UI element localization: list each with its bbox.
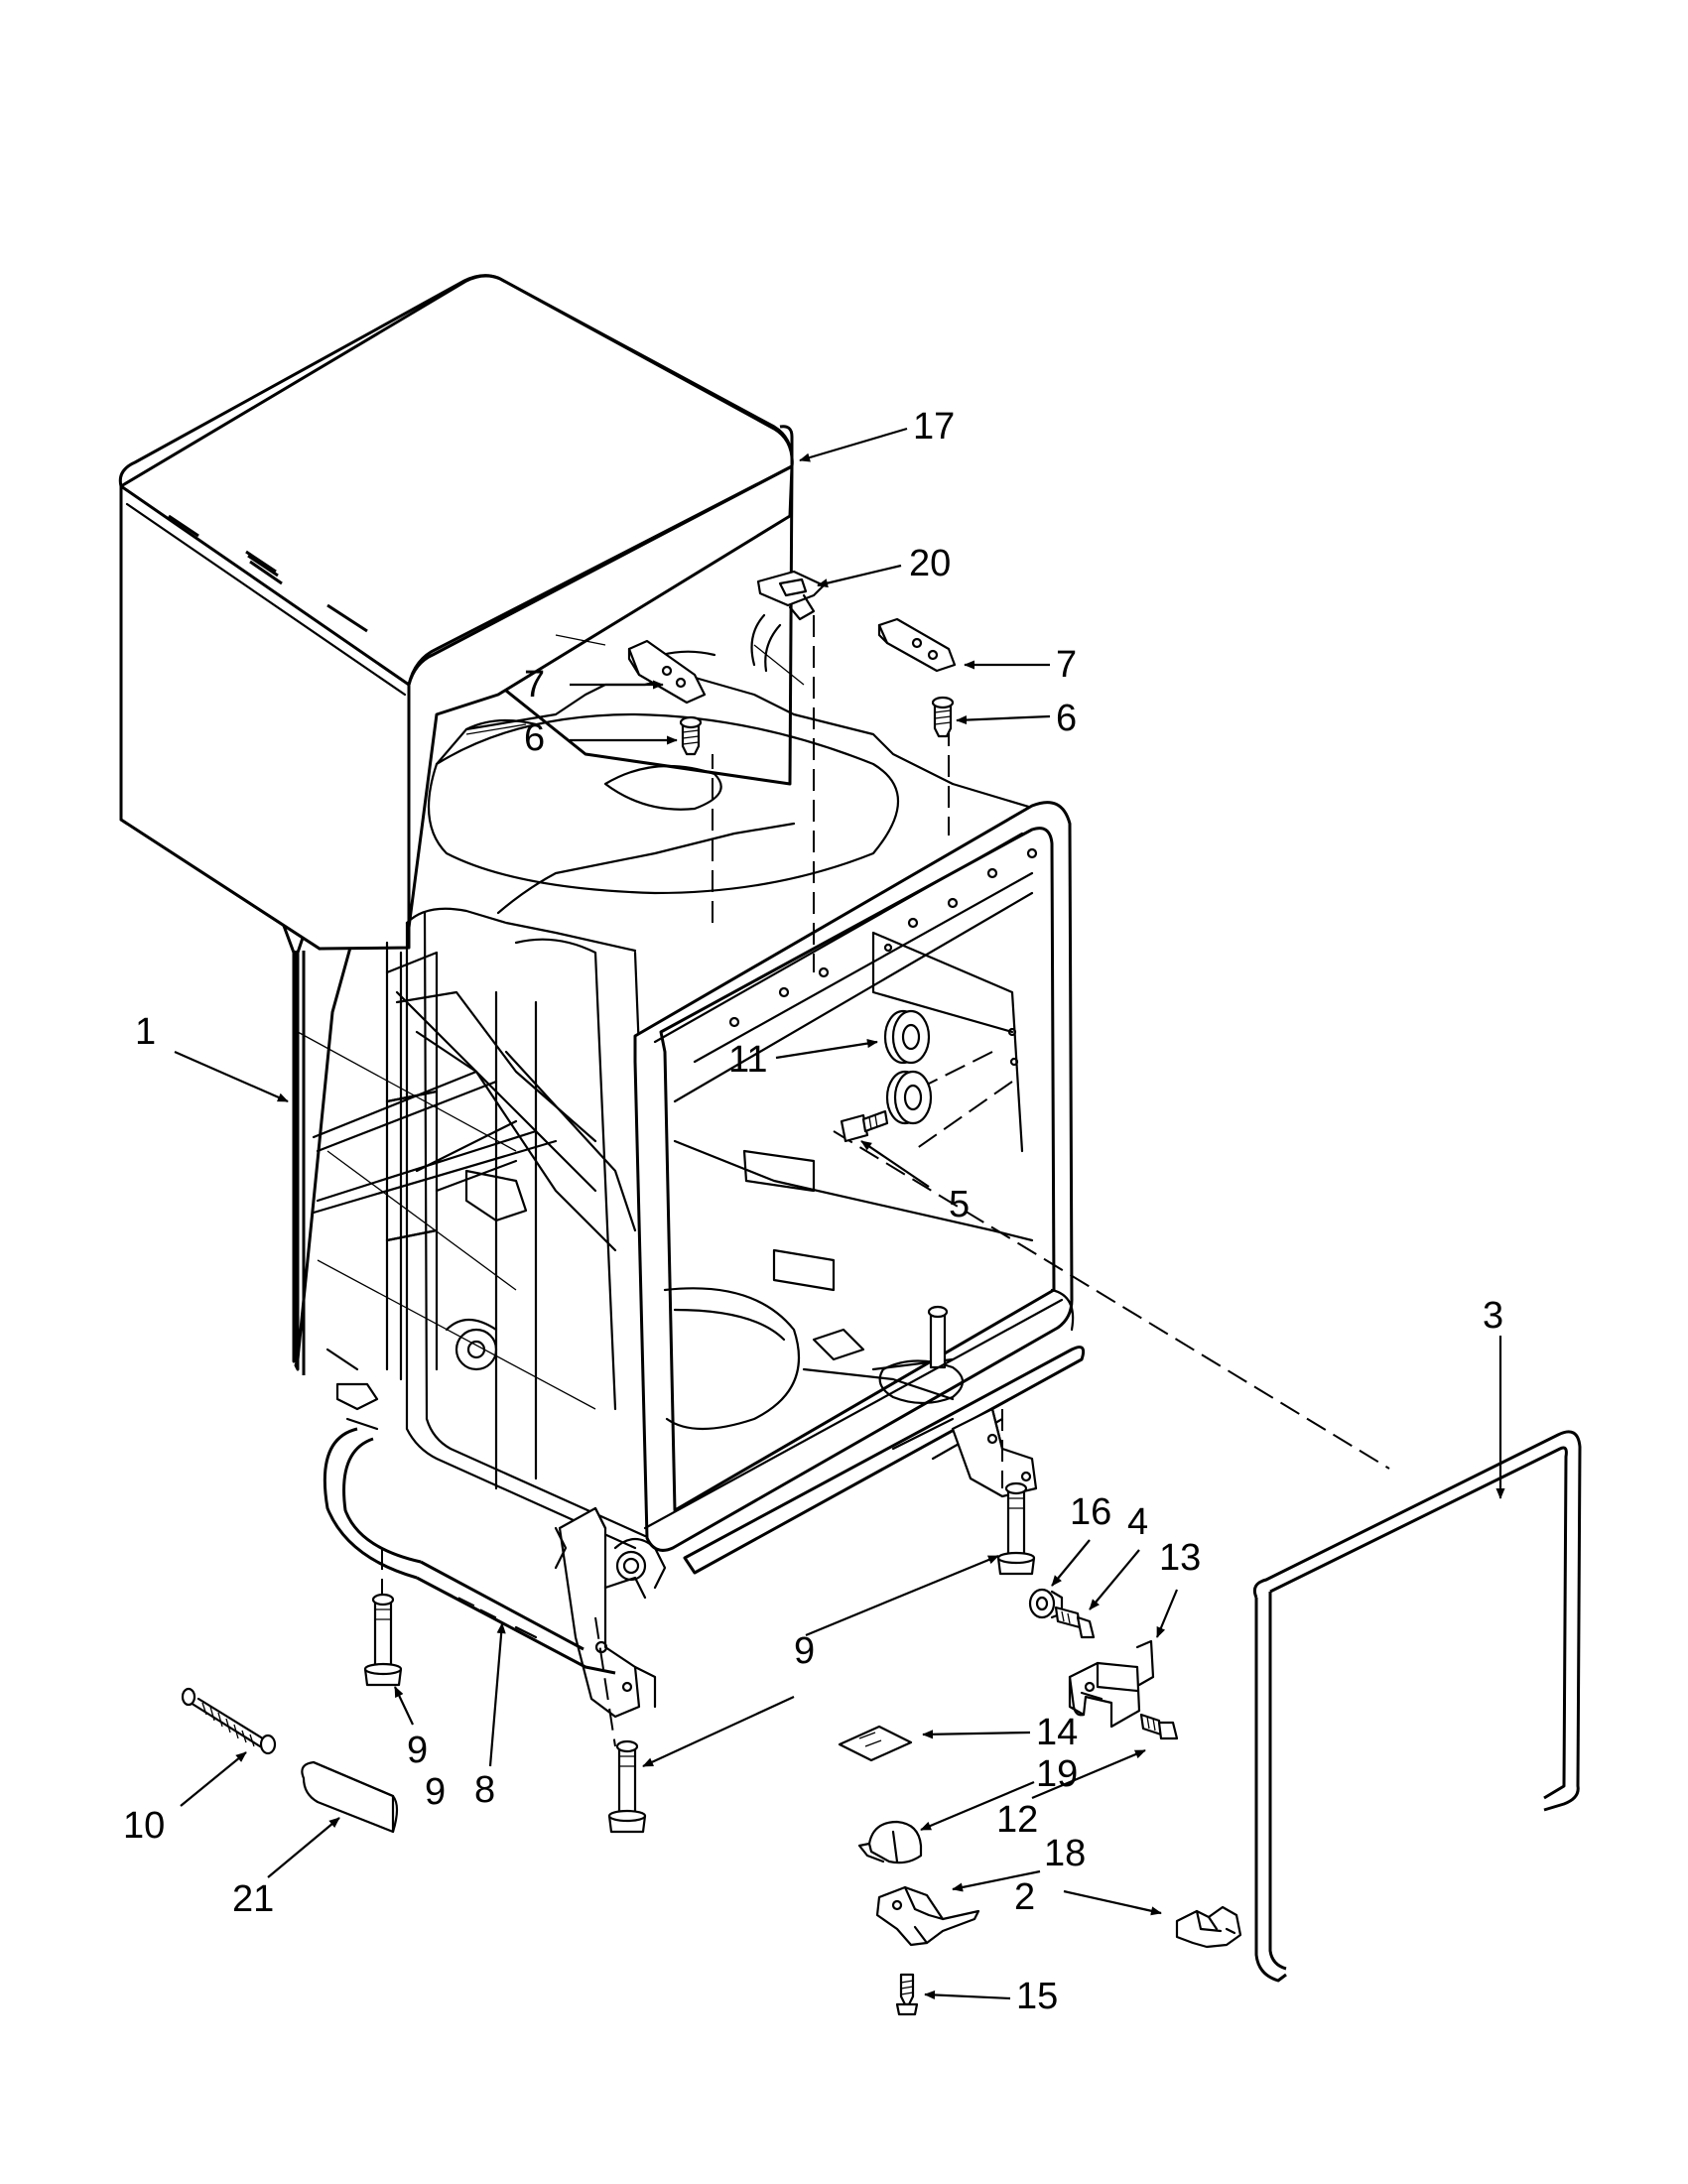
part-19-cap xyxy=(857,1820,923,1864)
part-16-nut xyxy=(1028,1588,1064,1619)
part-11-rollers xyxy=(883,1009,933,1125)
part-6-screw-right xyxy=(931,696,955,738)
label-part-21: 21 xyxy=(232,1878,274,1920)
label-part-3: 3 xyxy=(1483,1295,1503,1337)
part-7-bracket-left xyxy=(627,639,707,705)
part-4-screw xyxy=(1054,1606,1096,1639)
leader-lines xyxy=(174,427,1505,2000)
part-14-label xyxy=(838,1725,913,1762)
tub-assembly-part-1 xyxy=(297,634,1086,1719)
part-12-screw xyxy=(1139,1713,1179,1740)
part-15-screw xyxy=(895,1973,919,2016)
part-20-clip xyxy=(750,570,826,673)
outer-wrap-part-17 xyxy=(118,274,794,1375)
part-10-spring xyxy=(181,1687,277,1755)
label-part-18: 18 xyxy=(1044,1833,1086,1874)
label-part-9-left: 9 xyxy=(407,1730,428,1771)
label-part-15: 15 xyxy=(1016,1976,1058,2017)
label-part-14: 14 xyxy=(1036,1712,1078,1753)
part-18-plate xyxy=(875,1885,980,1947)
label-part-19: 19 xyxy=(1036,1753,1078,1795)
part-9-leveling-leg-center xyxy=(607,1739,647,1834)
label-part-2: 2 xyxy=(1014,1876,1035,1918)
part-number-labels: 17 20 7 7 6 6 1 11 5 3 16 4 13 9 9 8 14 … xyxy=(123,406,1503,2017)
label-part-6-right: 6 xyxy=(1056,698,1077,739)
label-part-12: 12 xyxy=(996,1799,1038,1841)
part-2-hinge xyxy=(1175,1905,1242,1949)
part-13-bracket xyxy=(1068,1639,1155,1729)
part-9-leveling-leg-right xyxy=(996,1481,1036,1576)
label-part-8: 8 xyxy=(474,1769,495,1811)
assembly-guide-lines xyxy=(381,615,1390,1747)
label-part-6-left: 6 xyxy=(524,717,545,759)
label-part-7-right: 7 xyxy=(1056,644,1077,686)
label-part-20: 20 xyxy=(909,543,951,584)
part-3-door-gasket xyxy=(1252,1430,1582,1983)
label-part-4: 4 xyxy=(1127,1501,1148,1543)
label-part-11: 11 xyxy=(728,1039,767,1081)
label-part-9-lower: 9 xyxy=(425,1771,446,1813)
label-part-7-left: 7 xyxy=(524,664,545,706)
label-part-9-center: 9 xyxy=(794,1630,815,1672)
label-part-10: 10 xyxy=(123,1805,165,1847)
part-9-leveling-leg-left xyxy=(363,1593,403,1687)
part-6-screw-left xyxy=(679,715,703,756)
part-5-screw xyxy=(840,1109,889,1143)
label-part-1: 1 xyxy=(135,1011,156,1053)
label-part-17: 17 xyxy=(913,406,955,448)
part-7-bracket-right xyxy=(877,617,957,673)
frame-hole-dots xyxy=(728,847,1038,1028)
label-part-13: 13 xyxy=(1159,1537,1201,1579)
label-part-16: 16 xyxy=(1070,1491,1111,1533)
part-21-pad xyxy=(301,1760,399,1834)
label-part-5: 5 xyxy=(949,1184,970,1225)
